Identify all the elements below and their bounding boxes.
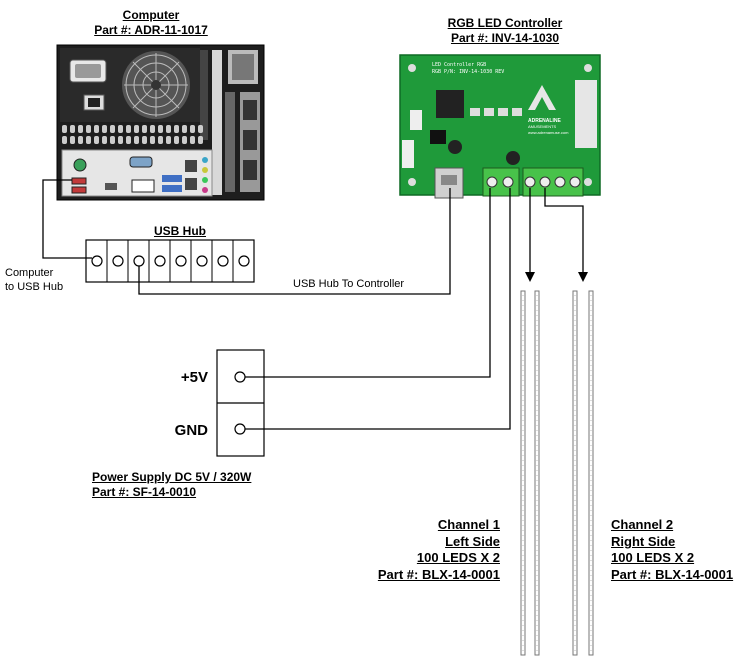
channel-1-title: Channel 1 [437,517,500,532]
plus-5v-terminal [234,371,246,383]
channel-terminal-block [522,167,584,197]
fan-icon [122,51,190,119]
gnd-terminal [234,423,246,435]
wire-channel-2 [544,188,584,272]
arrowheads [525,272,588,282]
power-socket-icon [69,59,107,83]
board-label-2: RGB P/N: INV-14-1030 REV [432,69,504,75]
computer-back-panel [56,44,265,201]
led-strip-channel-1-right [534,290,540,656]
channel-1-led-count: 100 LEDS X 2 [416,550,500,565]
wire-plus-5v [245,188,491,378]
usb-hub-title: USB Hub [154,224,206,238]
power-supply [216,349,265,457]
power-switch-icon [83,94,105,111]
wire-gnd [245,188,511,430]
wire-computer-to-hub [42,179,92,259]
computer-part-number: Part #: ADR-11-1017 [94,23,208,37]
channel-2-side: Right Side [611,534,676,549]
board-label-1: LED Controller RGB [432,62,486,68]
computer-to-hub-label-2: to USB Hub [5,281,64,293]
channel-1-part-number: Part #: BLX-14-0001 [377,567,500,582]
computer-usb-port-icon [71,177,87,194]
computer-title: Computer [122,8,180,22]
controller-usb-port-icon [434,167,464,199]
gnd-label: GND [174,422,208,439]
channel-2-led-count: 100 LEDS X 2 [611,550,695,565]
hub-to-controller-label: USB Hub To Controller [293,278,405,290]
channel-2-title: Channel 2 [611,517,674,532]
usb-hub [85,239,255,283]
arrow-down-icon [578,272,588,282]
power-terminal-block [482,167,520,197]
controller-board: LED Controller RGB RGB P/N: INV-14-1030 … [399,54,601,199]
board-url: www.adrenamuse.com [528,130,569,135]
channel-1-side: Left Side [445,534,500,549]
power-supply-part-number: Part #: SF-14-0010 [92,485,197,499]
ps2-port-icon [73,158,87,172]
controller-part-number: Part #: INV-14-1030 [450,31,560,45]
channel-2-part-number: Part #: BLX-14-0001 [611,567,734,582]
brand-logo-icon [528,85,556,110]
led-strip-channel-2-right [588,290,594,656]
led-strip-channel-1-left [520,290,526,656]
usb-hub-port [91,255,250,267]
board-brand: ADRENALINE [528,118,561,124]
wire-hub-to-controller [138,188,451,295]
power-supply-title: Power Supply DC 5V / 320W [92,470,252,484]
plus-5v-label: +5V [180,369,208,386]
board-brand-sub: AMUSEMENTS [528,124,557,129]
led-strip-channel-2-left [572,290,578,656]
computer-to-hub-label-1: Computer [5,267,54,279]
arrow-down-icon [525,272,535,282]
controller-title: RGB LED Controller [447,16,563,30]
wires [42,179,584,430]
